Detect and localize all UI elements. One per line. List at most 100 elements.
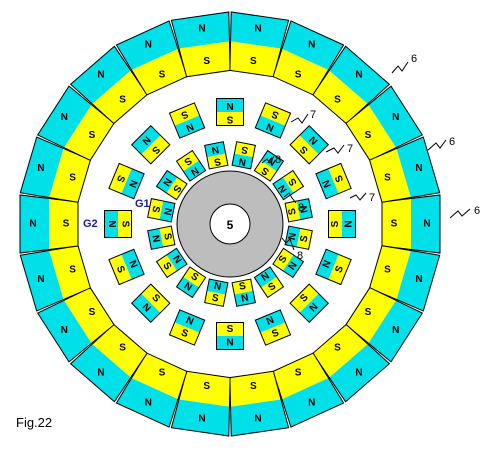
- pole-face: [234, 141, 256, 158]
- pole-label: S: [270, 108, 281, 121]
- pole-face: [176, 276, 199, 298]
- pole-face-outer: [396, 250, 440, 311]
- pole-label: S: [259, 164, 271, 177]
- magnet-outline: [155, 247, 188, 279]
- middle-magnet: NS: [254, 102, 292, 139]
- pole-label: S: [179, 108, 190, 121]
- pole-label: N: [308, 398, 315, 409]
- pole-label: S: [240, 143, 249, 155]
- pole-label: S: [384, 265, 391, 276]
- magnet-outline: [216, 98, 244, 126]
- pole-face-outer: [20, 195, 49, 253]
- outer-magnet: SN: [345, 287, 424, 363]
- pole-label: S: [333, 264, 346, 275]
- callout-label: 6: [449, 136, 455, 148]
- magnet-outline: [254, 309, 292, 346]
- pole-label: N: [240, 292, 249, 304]
- outer-magnet: SN: [272, 352, 345, 428]
- pole-label: N: [149, 234, 161, 243]
- pole-face: [169, 102, 200, 126]
- pole-label: N: [308, 39, 315, 50]
- inner-magnet: NS: [272, 169, 305, 201]
- pole-label: N: [254, 414, 261, 425]
- middle-magnet: NS: [168, 102, 206, 139]
- pole-label: N: [423, 219, 430, 230]
- pole-face: [299, 293, 329, 323]
- pole-label: N: [97, 367, 104, 378]
- magnet-outline: [147, 225, 176, 250]
- magnet-outline: [312, 45, 391, 125]
- pole-label: N: [265, 120, 276, 133]
- pole-label: N: [126, 178, 139, 189]
- pole-label: N: [145, 398, 152, 409]
- callout-leader: [449, 208, 471, 219]
- pole-face-inner: [382, 198, 411, 250]
- outer-magnet: SN: [19, 136, 92, 203]
- pole-face-inner: [63, 104, 114, 161]
- middle-magnet: SN: [216, 322, 244, 350]
- magnet-outline: [19, 245, 92, 312]
- magnet-outline: [204, 141, 229, 170]
- magnet-outline: [175, 149, 207, 182]
- outer-magnet: SN: [115, 20, 188, 96]
- pole-label: S: [295, 368, 302, 379]
- outer-magnet: SN: [36, 85, 115, 161]
- pole-label: S: [179, 327, 190, 340]
- pole-face: [159, 226, 175, 248]
- pole-label: S: [119, 95, 126, 106]
- pole-face: [342, 210, 356, 238]
- outer-magnet: SN: [69, 45, 148, 125]
- pole-label: S: [226, 113, 233, 124]
- pole-face-inner: [369, 245, 411, 300]
- pole-label: N: [238, 155, 247, 167]
- callout-label: 6: [411, 53, 417, 65]
- pole-label: S: [287, 207, 299, 216]
- callout-inner-ring: 8 8 8: [261, 154, 304, 262]
- pole-label: N: [61, 112, 68, 123]
- inner-magnet: NS: [175, 149, 207, 182]
- pole-label: N: [198, 414, 205, 425]
- magnet-outline: [381, 194, 441, 254]
- magnet-outline: [168, 309, 206, 346]
- pole-label: S: [295, 69, 302, 80]
- pole-face: [296, 198, 313, 220]
- pole-label: N: [355, 367, 362, 378]
- pole-face-inner: [179, 371, 231, 407]
- pole-face: [315, 249, 339, 280]
- pole-face: [328, 254, 352, 285]
- pole-label: S: [365, 307, 372, 318]
- pole-face: [131, 293, 161, 323]
- pole-label: N: [298, 205, 310, 214]
- magnet-outline: [19, 194, 79, 254]
- pole-face-inner: [49, 148, 91, 203]
- pole-face: [174, 309, 205, 333]
- inner-magnet: SN: [204, 141, 229, 170]
- magnet-outline: [289, 283, 329, 323]
- pole-face: [104, 210, 118, 238]
- pole-face-outer: [70, 344, 131, 402]
- magnet-outline: [289, 125, 329, 165]
- callout-label: 8: [275, 154, 281, 166]
- middle-magnet: SN: [289, 125, 329, 165]
- magnet-outline: [315, 248, 352, 286]
- callout-middle-ring: 7 7 7: [290, 109, 375, 204]
- pole-face-outer: [282, 20, 344, 70]
- magnet-outline: [69, 323, 148, 403]
- magnet-outline: [155, 169, 188, 201]
- inner-magnet: SN: [272, 247, 305, 279]
- magnet-outline: [168, 102, 206, 139]
- pole-face-outer: [171, 12, 230, 49]
- outer-magnet: SN: [19, 194, 79, 254]
- inner-magnet: NS: [155, 247, 188, 279]
- pole-face-outer: [70, 46, 131, 104]
- magnet-outline: [204, 278, 229, 307]
- pole-label: S: [114, 264, 127, 275]
- pole-label: S: [250, 56, 257, 67]
- gap-label-g2: G2: [83, 218, 98, 230]
- pole-face: [216, 112, 244, 126]
- pole-label: N: [287, 232, 299, 241]
- magnet-outline: [170, 11, 231, 78]
- pole-label: N: [213, 281, 222, 293]
